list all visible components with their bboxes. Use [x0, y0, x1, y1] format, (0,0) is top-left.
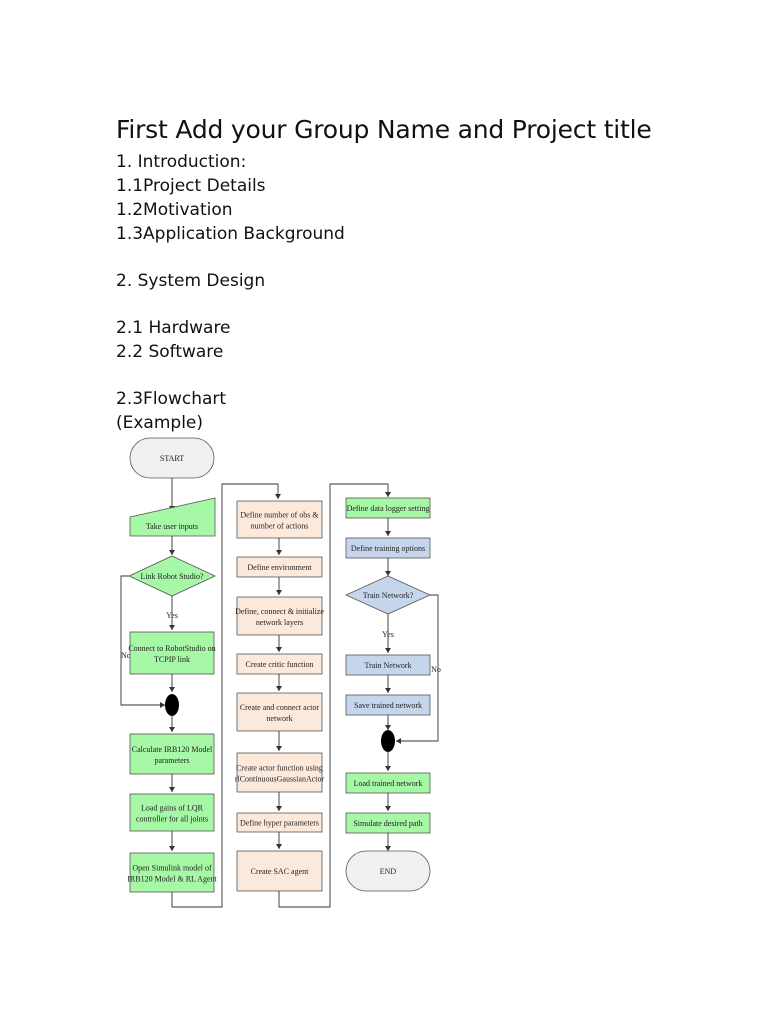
- create-actor-network-node-label-1: Create and connect actor: [240, 703, 320, 712]
- open-simulink-node: [129, 852, 215, 893]
- arrow-actor-actorfn-head: [276, 746, 282, 751]
- define-layers-node: [236, 596, 323, 636]
- train-no-label: No: [431, 665, 441, 674]
- line-decision-no: [120, 575, 165, 706]
- define-environment-node: [236, 556, 323, 578]
- arrow-calc-load-head: [169, 787, 175, 792]
- outline-software: 2.2 Software: [116, 342, 224, 362]
- take-input-label: Take user inputs: [146, 522, 198, 531]
- outline-application-background: 1.3Application Background: [116, 224, 345, 244]
- outline-introduction: 1. Introduction:: [116, 152, 247, 172]
- save-network-node-label: Save trained network: [354, 701, 422, 710]
- connect-robotstudio-node: [129, 631, 215, 675]
- create-actor-network-node-label-2: network: [266, 714, 292, 723]
- define-training-node-label: Define training options: [351, 544, 425, 553]
- arrow-train-save-head: [385, 688, 391, 693]
- train-network-node-label: Train Network: [364, 661, 411, 670]
- arrow-load-open-head: [169, 846, 175, 851]
- define-obs-node-label-1: Define number of obs &: [240, 511, 319, 520]
- connector-col1-col2-head: [275, 494, 281, 499]
- arrow-training-decision-head: [385, 571, 391, 576]
- calculate-model-node: [129, 733, 215, 775]
- arrow-logger-training-head: [385, 531, 391, 536]
- arrow-hyper-sac-head: [276, 844, 282, 849]
- create-sac-node-label: Create SAC agent: [251, 867, 310, 876]
- arrow-connect-junction-head: [169, 687, 175, 692]
- arrow-simulate-end-head: [385, 846, 391, 851]
- arrow-env-layers-head: [276, 590, 282, 595]
- outline-motivation: 1.2Motivation: [116, 200, 233, 220]
- outline-project-details: 1.1Project Details: [116, 176, 266, 196]
- arrow-obs-env-head: [276, 550, 282, 555]
- arrow-decision-yes-head: [169, 625, 175, 630]
- arrow-layers-critic-head: [276, 647, 282, 652]
- create-actor-function-node-label-2: rlContinuousGaussianActor: [235, 775, 325, 784]
- arrow-save-junction-head: [385, 725, 391, 730]
- arrow-input-decision-head: [169, 550, 175, 555]
- arrow-junction-calc-head: [169, 727, 175, 732]
- define-obs-node-label-2: number of actions: [251, 522, 309, 531]
- document-body: First Add your Group Name and Project ti…: [116, 112, 736, 435]
- train-network-decision-label: Train Network?: [363, 591, 414, 600]
- link-robotstudio-decision-label: Link Robot Studio?: [140, 572, 204, 581]
- load-lqr-node-label-2: controller for all joints: [136, 815, 208, 824]
- outline-example: (Example): [116, 413, 204, 433]
- define-environment-node-label: Define environment: [247, 563, 312, 572]
- connect-robotstudio-node-label-1: Connect to RobotStudio on: [128, 644, 215, 653]
- load-lqr-node-label-1: Load gains of LQR: [141, 804, 204, 813]
- outline-hardware: 2.1 Hardware: [116, 318, 231, 338]
- line-train-no-head: [396, 738, 401, 744]
- line-decision-no-head: [160, 702, 165, 708]
- outline-flowchart: 2.3Flowchart: [116, 389, 227, 409]
- define-layers-node-label-2: network layers: [256, 618, 303, 627]
- define-hyper-node-label: Define hyper parameters: [240, 819, 319, 828]
- line-train-no: [396, 594, 439, 742]
- open-simulink-node-label-2: IRB120 Model & RL Agent: [127, 875, 217, 884]
- create-actor-network-node: [236, 692, 323, 732]
- create-critic-node-label: Create critic function: [246, 660, 314, 669]
- connect-robotstudio-node-label-2: TCPIP link: [154, 655, 190, 664]
- define-logger-node-label: Define data logger setting: [347, 504, 430, 513]
- create-actor-function-node: [236, 752, 323, 793]
- decision-no-label: No: [121, 651, 131, 660]
- decision-yes-label: Yes: [166, 611, 178, 620]
- arrow-critic-actor-head: [276, 686, 282, 691]
- junction-col1: [165, 694, 179, 716]
- load-lqr-node: [129, 793, 215, 832]
- create-sac-node: [236, 850, 323, 892]
- take-input-node: [129, 497, 216, 537]
- arrow-load-simulate-head: [385, 806, 391, 811]
- end-terminal-label: END: [380, 867, 397, 876]
- arrow-actorfn-hyper-head: [276, 806, 282, 811]
- start-terminal-label: START: [160, 454, 184, 463]
- load-network-node-label: Load trained network: [354, 779, 423, 788]
- connector-col1-col2: [171, 483, 279, 908]
- arrow-decision-train-head: [385, 648, 391, 653]
- define-layers-node-label-1: Define, connect & initialize: [235, 607, 324, 616]
- connector-col2-col3-head: [385, 492, 391, 497]
- calculate-model-node-label-2: parameters: [154, 756, 189, 765]
- define-obs-node: [236, 500, 323, 539]
- outline-system-design: 2. System Design: [116, 271, 266, 291]
- junction-col3: [381, 730, 395, 752]
- page-title: First Add your Group Name and Project ti…: [116, 115, 652, 144]
- create-actor-function-node-label-1: Create actor function using: [236, 764, 323, 773]
- define-hyper-node: [236, 812, 323, 833]
- create-critic-node: [236, 653, 323, 675]
- arrow-junction-load-head: [385, 766, 391, 771]
- end-terminal: [345, 850, 431, 892]
- simulate-path-node-label: Simulate desired path: [353, 819, 422, 828]
- calculate-model-node-label-1: Calculate IRB120 Model: [132, 745, 213, 754]
- open-simulink-node-label-1: Open Simulink model of: [132, 864, 212, 873]
- connector-col2-col3: [278, 483, 389, 908]
- train-yes-label: Yes: [382, 630, 394, 639]
